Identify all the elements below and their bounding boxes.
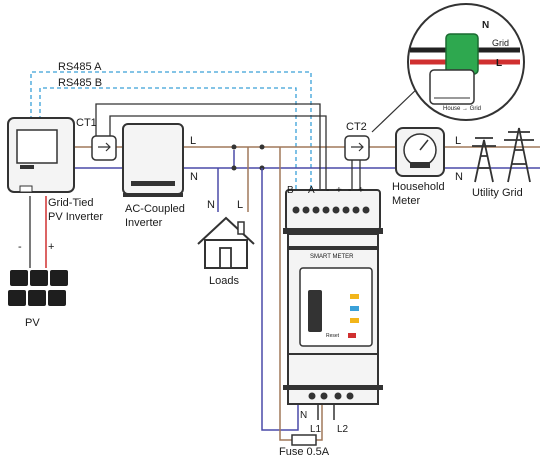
term-b-label: B: [287, 185, 294, 196]
loads-house-icon: [197, 216, 255, 269]
meter-bottom-leads: [317, 404, 335, 420]
pv-panel-icon: [8, 270, 68, 306]
ct1-label: CT1: [76, 117, 97, 129]
meter-top-terminals: [292, 206, 370, 214]
term-a-label: A: [308, 185, 315, 196]
meter-l-feed: [279, 147, 292, 441]
household-meter-label-1: Household: [392, 181, 445, 193]
reset-label: Reset: [326, 333, 340, 339]
utility-grid-tower-icon: [472, 127, 534, 183]
term-minus-2-label: -: [348, 185, 351, 196]
loads-l-label: L: [237, 199, 243, 211]
grid-tied-label-1: Grid-Tied: [48, 197, 93, 209]
pv-minus-label: -: [18, 241, 22, 253]
ct2-clamp-icon: [344, 135, 370, 161]
term-l2-label: L2: [337, 424, 349, 435]
loads-n-label: N: [207, 199, 215, 211]
rs485-b-label: RS485 B: [58, 77, 102, 89]
loads-label: Loads: [209, 275, 239, 287]
ac-coupled-inverter-icon: [122, 123, 184, 197]
ct2-label: CT2: [346, 121, 367, 133]
rs485-a-label: RS485 A: [58, 61, 102, 73]
rs485-a-cable: [30, 71, 312, 200]
ct1-wire-1: [95, 103, 321, 200]
grid-tied-inverter-icon: [7, 117, 75, 193]
term-plus-2-label: +: [358, 185, 364, 196]
n-line-label: N: [190, 171, 198, 183]
ct1-wire-2: [109, 115, 327, 200]
meter-bottom-terminals: [308, 392, 354, 400]
l-line-label: L: [190, 135, 196, 147]
l-grid-label: L: [455, 135, 461, 147]
junction-dot: [231, 165, 237, 171]
utility-grid-label: Utility Grid: [472, 187, 523, 199]
term-n-label: N: [300, 410, 307, 421]
smart-meter-device: [283, 189, 383, 405]
household-meter-label-2: Meter: [392, 195, 420, 207]
callout-house-grid-label: House → Grid: [443, 106, 481, 112]
pv-label: PV: [25, 317, 40, 329]
n-grid-label: N: [455, 171, 463, 183]
term-minus-1-label: -: [326, 185, 329, 196]
ct-callout-bubble: [407, 3, 525, 121]
ac-coupled-label-2: Inverter: [125, 217, 163, 229]
junction-dot: [259, 144, 265, 150]
fuse-icon: [291, 434, 317, 446]
grid-tied-label-2: PV Inverter: [48, 211, 103, 223]
ct1-clamp-icon: [91, 135, 117, 161]
ac-coupled-label-1: AC-Coupled: [125, 203, 185, 215]
pv-plus-label: +: [48, 241, 54, 253]
callout-pointer: [371, 85, 421, 133]
fuse-label: Fuse 0.5A: [279, 446, 330, 458]
smart-meter-title: SMART METER: [310, 254, 354, 260]
household-meter-icon: [395, 127, 445, 177]
term-l1-label: L1: [310, 424, 322, 435]
rs485-b-cable: [39, 87, 297, 200]
term-plus-1-label: +: [336, 185, 342, 196]
callout-n-label: N: [482, 20, 489, 31]
fuse-to-l1: [316, 400, 323, 441]
callout-l-label: L: [496, 58, 502, 69]
junction-dot: [231, 144, 237, 150]
callout-grid-label: Grid: [492, 38, 509, 48]
